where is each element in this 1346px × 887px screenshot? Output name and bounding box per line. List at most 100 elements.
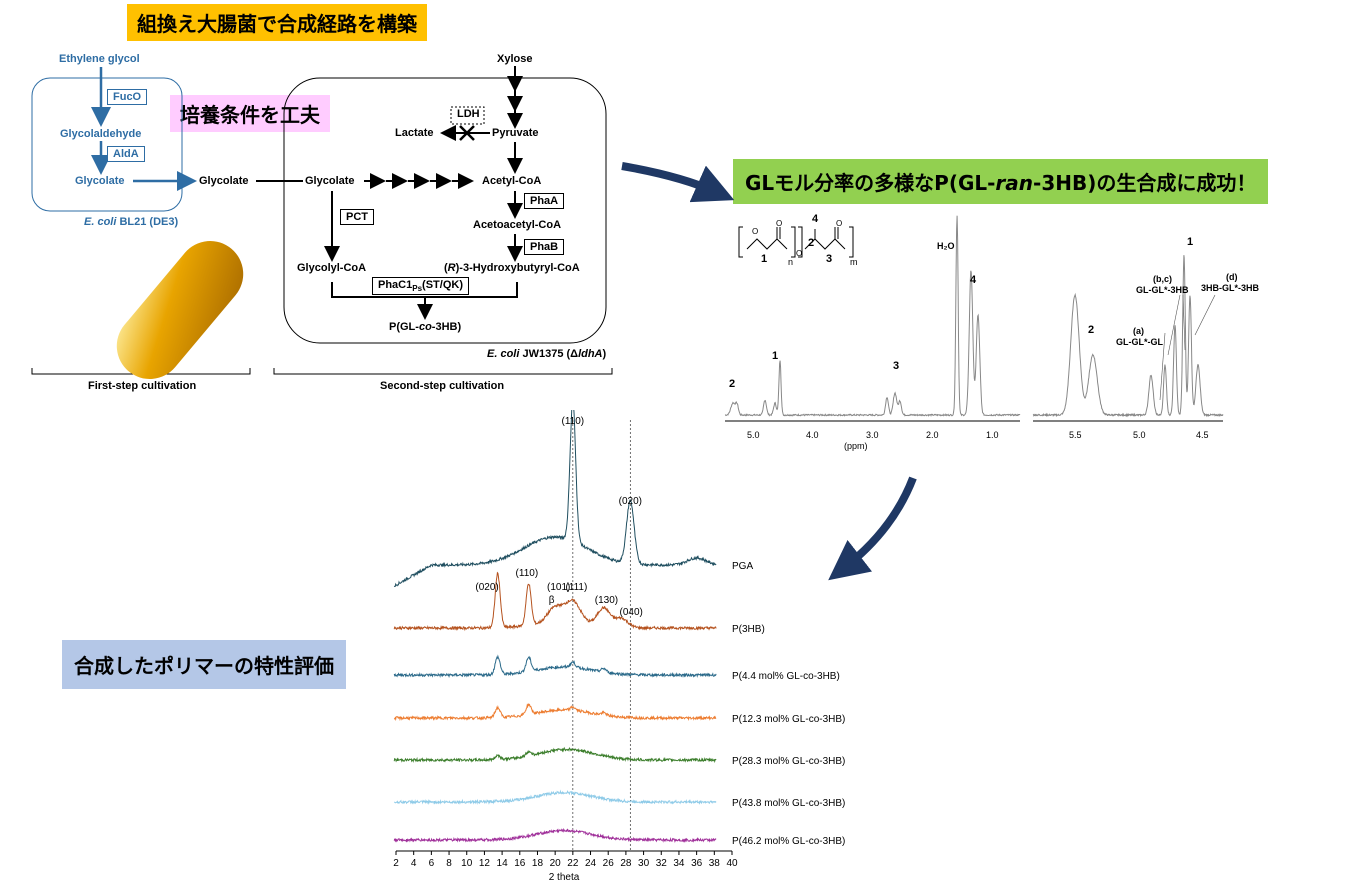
- series-label-0: PGA: [732, 561, 753, 572]
- label-glycolate-cell: Glycolate: [305, 175, 355, 187]
- peak-h2o: H₂O: [937, 241, 955, 251]
- label-ecoli-jw1375: E. coli JW1375 (ΔldhA): [487, 348, 606, 360]
- pathway-diagram: [31, 66, 613, 380]
- annot-d-text: 3HB-GL*-3HB: [1201, 283, 1260, 293]
- struct-label-4: 4: [812, 213, 819, 225]
- hb-open: (: [444, 262, 448, 274]
- struct-label-2: 2: [808, 237, 815, 249]
- label-ethylene-glycol: Ethylene glycol: [59, 53, 140, 65]
- label-glycolyl-coa: Glycolyl-CoA: [297, 262, 367, 274]
- ecoli-bl21-italic: E. coli: [84, 216, 117, 228]
- peak-label-4: β: [549, 595, 555, 606]
- annot-bc-text: GL-GL*-3HB: [1136, 285, 1189, 295]
- x-tick-label-7: 16: [514, 858, 526, 869]
- inset-peak-1: 1: [1187, 236, 1194, 248]
- ecoli-jw-italic: E. coli: [487, 348, 520, 360]
- ecoli-jw-close: ): [602, 348, 607, 360]
- polymer-structure: [738, 226, 854, 258]
- x-tick-label-16: 34: [673, 858, 685, 869]
- x-tick-label-19: 40: [726, 858, 738, 869]
- x-tick-label-0: 2: [393, 858, 399, 869]
- product-pre: P(GL-: [389, 321, 419, 333]
- struct-label-n: n: [788, 257, 794, 267]
- struct-o-1: O: [752, 227, 759, 236]
- series-label-6: P(46.2 mol% GL-co-3HB): [732, 836, 845, 847]
- title-success: GLモル分率の多様なP(GL-ran-3HB)の生合成に成功！: [733, 159, 1269, 204]
- x-tick-label-6: 14: [497, 858, 509, 869]
- label-acetoacetyl-coa: Acetoacetyl-CoA: [473, 219, 562, 231]
- x-tick-label-4: 10: [461, 858, 473, 869]
- enzyme-phaa: PhaA: [524, 193, 565, 209]
- phac1-sub: Ps: [412, 284, 423, 294]
- struct-label-1: 1: [761, 253, 768, 265]
- series-line-2: [393, 654, 717, 679]
- peak-label-7: (130): [595, 595, 618, 606]
- nmr-inset-tick-45: 4.5: [1196, 430, 1209, 440]
- peak-label-5: (101): [547, 582, 570, 593]
- title-success-b: -3HB)の生合成に成功！: [1033, 171, 1257, 195]
- label-glycolate-inner: Glycolate: [75, 175, 125, 187]
- series-line-6: [393, 827, 717, 843]
- nmr-inset-tick-55: 5.5: [1069, 430, 1082, 440]
- x-tick-label-15: 32: [656, 858, 668, 869]
- title-construct: 組換え大腸菌で合成経路を構築: [127, 4, 427, 41]
- nmr-axis-label: (ppm): [844, 441, 868, 451]
- phac1-rest: (ST/QK): [422, 279, 463, 291]
- series-label-5: P(43.8 mol% GL-co-3HB): [732, 798, 845, 809]
- ecoli-bl21-rest: BL21 (DE3): [116, 216, 179, 228]
- label-lactate: Lactate: [395, 127, 434, 139]
- x-tick-label-14: 30: [638, 858, 650, 869]
- x-tick-label-1: 4: [411, 858, 417, 869]
- cell-bl21: [31, 77, 183, 212]
- series-line-0: [393, 410, 717, 588]
- struct-label-3: 3: [826, 253, 833, 265]
- peak-1: 1: [772, 350, 779, 362]
- nmr-tick-2: 2.0: [926, 430, 939, 440]
- series-label-3: P(12.3 mol% GL-co-3HB): [732, 714, 845, 725]
- nmr-tick-3: 3.0: [866, 430, 879, 440]
- cell-jw1375: [283, 77, 607, 344]
- annot-d: (d): [1226, 272, 1238, 282]
- label-first-step: First-step cultivation: [88, 380, 197, 392]
- enzyme-phab: PhaB: [524, 239, 565, 255]
- peak-label-0: (110): [562, 416, 585, 427]
- x-tick-label-12: 26: [603, 858, 615, 869]
- product-co: co: [418, 321, 432, 333]
- enzyme-ldh: LDH: [457, 108, 480, 120]
- struct-o-3: O: [796, 249, 803, 258]
- label-xylose: Xylose: [497, 53, 533, 65]
- annot-bc: (b,c): [1153, 274, 1172, 284]
- peak-label-2: (020): [475, 582, 498, 593]
- product-post: -3HB): [431, 321, 462, 333]
- series-label-2: P(4.4 mol% GL-co-3HB): [732, 671, 840, 682]
- label-product: P(GL-co-3HB): [389, 321, 461, 333]
- label-pyruvate: Pyruvate: [492, 127, 539, 139]
- nmr-tick-4: 4.0: [806, 430, 819, 440]
- label-glycolaldehyde: Glycolaldehyde: [60, 128, 142, 140]
- title-culture: 培養条件を工夫: [170, 95, 330, 132]
- peak-4: 4: [970, 274, 977, 286]
- x-tick-label-5: 12: [479, 858, 491, 869]
- label-acetyl-coa: Acetyl-CoA: [482, 175, 542, 187]
- title-success-a: GLモル分率の多様なP(GL-: [745, 171, 996, 195]
- x-tick-label-8: 18: [532, 858, 544, 869]
- title-evaluate: 合成したポリマーの特性評価: [62, 640, 346, 689]
- struct-o-4: O: [836, 219, 843, 228]
- ecoli-jw-rest: JW1375 (Δ: [519, 348, 579, 360]
- series-label-1: P(3HB): [732, 624, 765, 635]
- hb-r: R: [447, 262, 456, 274]
- label-glycolate-out: Glycolate: [199, 175, 249, 187]
- peak-label-1: (020): [619, 496, 642, 507]
- x-tick-label-10: 22: [567, 858, 579, 869]
- enzyme-phac1: PhaC1Ps(ST/QK): [372, 277, 469, 296]
- series-line-5: [394, 789, 717, 805]
- series-line-3: [393, 703, 717, 722]
- enzyme-pct: PCT: [340, 209, 374, 225]
- x-axis-label: 2 theta: [549, 872, 580, 883]
- series-label-4: P(28.3 mol% GL-co-3HB): [732, 756, 845, 767]
- inset-peak-2: 2: [1088, 324, 1095, 336]
- hb-rest: )-3-Hydroxybutyryl-CoA: [455, 262, 580, 274]
- x-tick-label-17: 36: [691, 858, 703, 869]
- title-success-italic: ran: [995, 171, 1034, 195]
